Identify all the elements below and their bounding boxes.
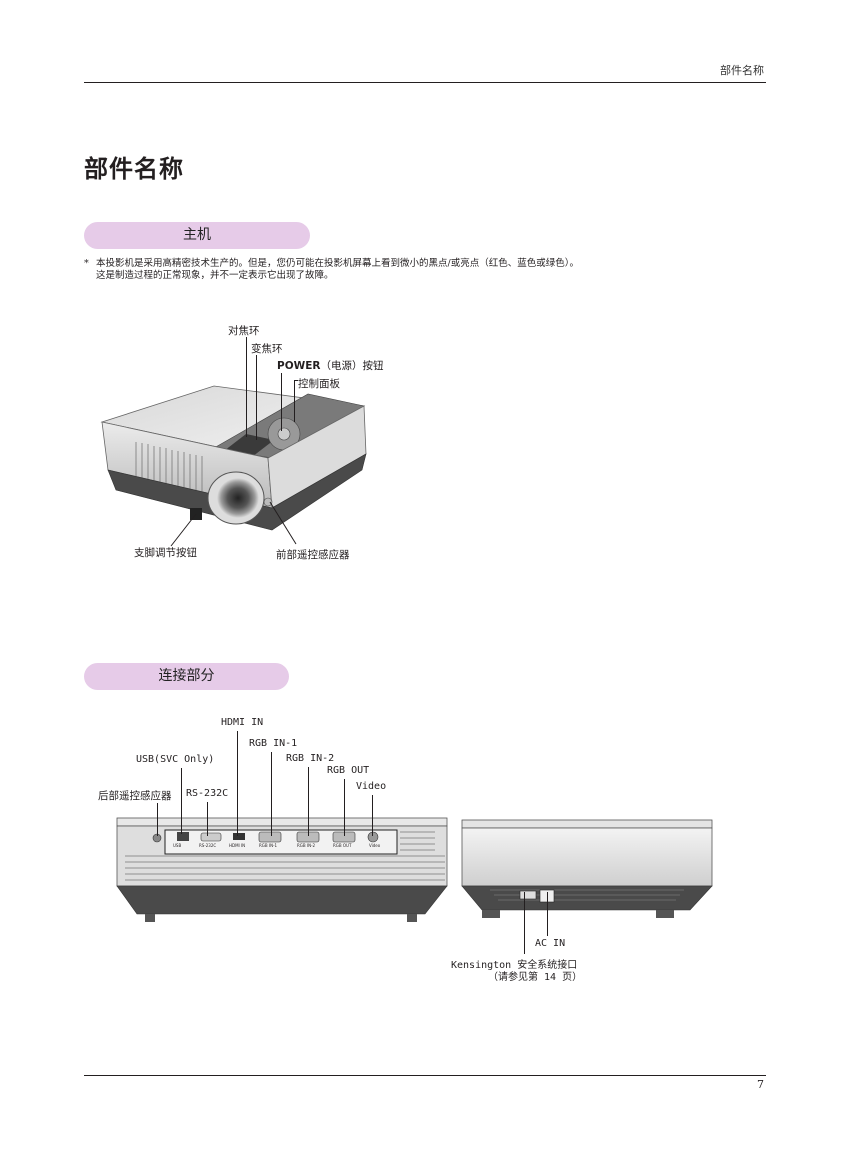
page-title: 部件名称	[84, 155, 184, 183]
foot-button-label: 支脚调节按钮	[134, 547, 197, 559]
projector-front-illustration	[100, 385, 367, 531]
page-number: 7	[757, 1078, 764, 1091]
kensington-ref-label: （请参见第 14 页）	[488, 972, 583, 983]
zoom-ring-label: 变焦环	[251, 343, 283, 355]
footer-rule	[84, 1075, 766, 1076]
front-sensor-leader	[269, 501, 297, 545]
section-heading-main-unit: 主机	[84, 222, 310, 249]
rs232c-label: RS-232C	[186, 788, 229, 799]
rgb-in1-label: RGB IN-1	[249, 738, 298, 749]
note: * 本投影机是采用高精密技术生产的。但是，您仍可能在投影机屏幕上看到微小的黑点/或…	[84, 258, 579, 282]
panel-caption-video: Video	[369, 843, 381, 848]
ac-in-label: AC IN	[535, 938, 566, 949]
hdmi-in-label: HDMI IN	[221, 717, 264, 728]
focus-ring-leader	[246, 337, 247, 437]
rs232c-leader	[207, 802, 208, 836]
rgb-out-leader	[344, 779, 345, 836]
running-header: 部件名称	[720, 64, 764, 77]
control-panel-leader-tick	[294, 380, 298, 381]
rear-sensor-leader	[157, 803, 158, 836]
rgb-out-label: RGB OUT	[327, 765, 370, 776]
focus-ring-label: 对焦环	[228, 325, 260, 337]
section-heading-connections: 连接部分	[84, 663, 289, 690]
zoom-ring-leader	[256, 355, 257, 440]
power-button-leader	[281, 373, 282, 431]
panel-caption-rgb-in2: RGB IN-2	[297, 843, 316, 848]
usb-leader	[181, 768, 182, 834]
power-label-suffix: （电源）按钮	[320, 360, 384, 372]
rgb-in2-label: RGB IN-2	[286, 753, 335, 764]
video-label: Video	[356, 781, 387, 792]
rgb-in1-leader	[271, 752, 272, 836]
panel-caption-rs232c: RS-232C	[199, 843, 217, 848]
usb-label: USB(SVC Only)	[136, 754, 215, 765]
note-marker: *	[84, 258, 89, 269]
projector-side-illustration	[461, 819, 713, 918]
video-leader	[372, 795, 373, 836]
kensington-label: Kensington 安全系统接口	[451, 960, 578, 971]
rear-panel-captions: USB RS-232C HDMI IN RGB IN-1 RGB IN-2 RG…	[165, 843, 405, 853]
power-button-label: POWER（电源）按钮	[277, 358, 383, 373]
projector-rear-illustration	[116, 817, 448, 922]
hdmi-in-leader	[237, 731, 238, 836]
rear-sensor-label: 后部遥控感应器	[98, 790, 172, 802]
panel-caption-rgb-out: RGB OUT	[333, 843, 352, 848]
ac-in-leader	[547, 892, 548, 936]
power-label-prefix: POWER	[277, 360, 321, 372]
kensington-leader	[524, 892, 525, 954]
front-sensor-label: 前部遥控感应器	[276, 549, 350, 561]
control-panel-leader	[294, 380, 295, 422]
panel-caption-usb: USB	[173, 843, 182, 848]
panel-caption-hdmi: HDMI IN	[229, 843, 246, 848]
control-panel-label: 控制面板	[298, 378, 340, 390]
header-rule	[84, 82, 766, 83]
note-line-2: 这是制造过程的正常现象，并不一定表示它出现了故障。	[96, 270, 334, 281]
note-line-1: 本投影机是采用高精密技术生产的。但是，您仍可能在投影机屏幕上看到微小的黑点/或亮…	[96, 258, 579, 269]
foot-button-leader	[170, 513, 197, 547]
panel-caption-rgb-in1: RGB IN-1	[259, 843, 278, 848]
rgb-in2-leader	[308, 767, 309, 836]
